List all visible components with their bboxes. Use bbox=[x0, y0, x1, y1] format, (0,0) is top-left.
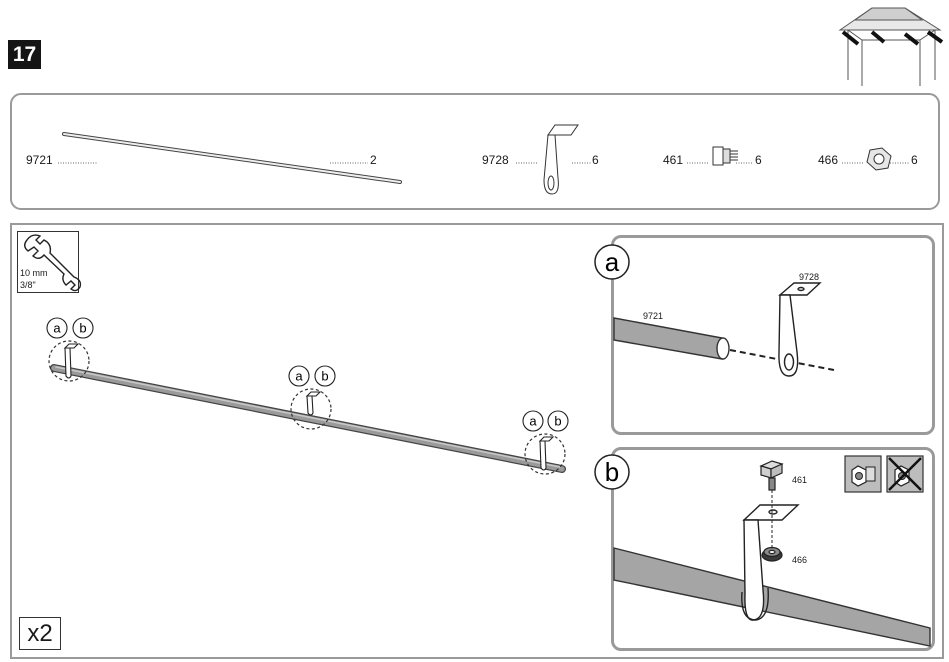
callout-b-middle: b bbox=[321, 369, 328, 384]
detail-a-tube bbox=[613, 317, 730, 360]
tool-box bbox=[17, 231, 79, 293]
parts-list-panel bbox=[10, 93, 940, 210]
callout-circle-middle bbox=[290, 388, 332, 430]
part-qty-9721: 2 bbox=[370, 153, 377, 167]
no-locknut-icon bbox=[886, 455, 924, 493]
detail-b-tube bbox=[613, 547, 931, 647]
tube-icon bbox=[62, 132, 402, 184]
callout-circle-right bbox=[524, 433, 566, 475]
nut-icon bbox=[866, 147, 892, 171]
detail-b-bolt-label: 461 bbox=[792, 475, 808, 485]
quantity-multiplier: x2 bbox=[19, 617, 61, 650]
part-id-9721: 9721 bbox=[26, 153, 53, 167]
step-number: 17 bbox=[8, 40, 41, 69]
tool-size-mm: 10 mm bbox=[20, 268, 48, 278]
assembly-panel bbox=[10, 223, 944, 659]
part-qty-9728: 6 bbox=[592, 153, 599, 167]
callout-b-right: b bbox=[554, 414, 561, 429]
detail-a-tube-label: 9721 bbox=[643, 311, 664, 321]
part-qty-466: 6 bbox=[911, 153, 918, 167]
hanger-bracket-icon bbox=[543, 124, 579, 195]
detail-b-letter: b bbox=[605, 457, 619, 487]
bolt-icon bbox=[712, 146, 738, 166]
detail-a-bracket-label: 9728 bbox=[799, 272, 820, 282]
callout-b-left: b bbox=[79, 321, 86, 336]
detail-a-bracket bbox=[778, 282, 822, 377]
detail-b-nut bbox=[761, 546, 783, 562]
tool-size-in: 3/8" bbox=[20, 280, 36, 290]
part-id-9728: 9728 bbox=[482, 153, 509, 167]
callout-a-right: a bbox=[529, 414, 537, 429]
detail-b-bracket bbox=[741, 504, 800, 621]
detail-b-bolt bbox=[759, 460, 784, 491]
detail-a-letter: a bbox=[605, 247, 620, 277]
detail-b-nut-label: 466 bbox=[792, 555, 808, 565]
part-id-466: 466 bbox=[818, 153, 839, 167]
main-tube bbox=[50, 364, 566, 473]
part-qty-461: 6 bbox=[755, 153, 762, 167]
part-id-461: 461 bbox=[663, 153, 684, 167]
callout-a-middle: a bbox=[295, 369, 303, 384]
callout-circle-left bbox=[48, 340, 90, 382]
callout-a-left: a bbox=[53, 321, 61, 336]
use-nut-icon bbox=[844, 455, 882, 493]
